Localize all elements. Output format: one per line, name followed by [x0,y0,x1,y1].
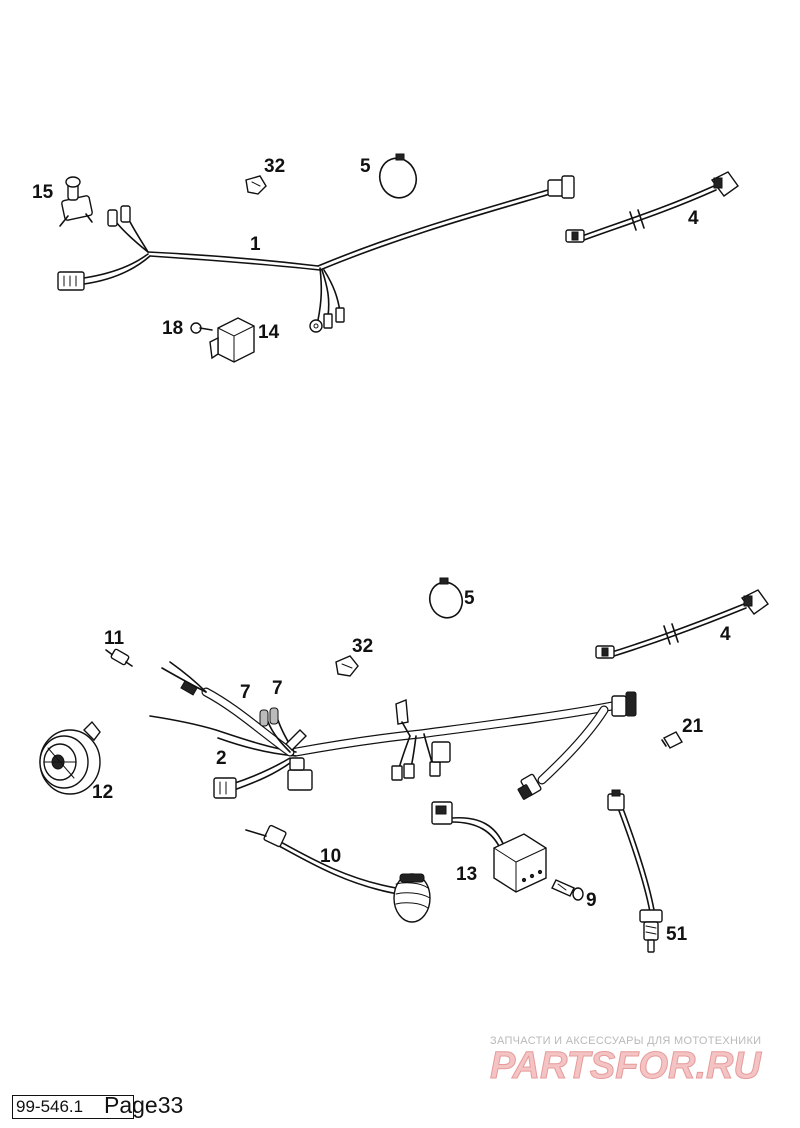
callout-14: 14 [258,322,280,343]
callout-15: 15 [32,182,54,203]
bottom-assembly: 5 4 11 32 7 7 21 2 12 10 13 9 51 [39,577,769,953]
part-15-switch [59,176,93,227]
callout-51: 51 [666,924,688,945]
callout-7-a: 7 [240,682,251,703]
part-32-grommet [245,175,267,195]
watermark: ЗАПЧАСТИ И АКСЕССУАРЫ ДЛЯ МОТОТЕХНИКИ PA… [490,1035,763,1088]
part-11-sensor [105,648,133,667]
callout-32-bottom: 32 [352,636,373,657]
callout-11: 11 [104,628,125,649]
callout-21: 21 [682,716,704,737]
part-14-relay [209,317,255,363]
callout-9: 9 [586,890,597,911]
part-5-cable-tie [378,153,418,199]
callout-2: 2 [216,748,227,769]
part-21-clip [661,731,683,749]
part-51-sender [607,789,663,953]
callout-12: 12 [92,782,113,803]
callout-18: 18 [162,318,183,339]
part-5-cable-tie-bottom [428,577,464,619]
callout-1: 1 [250,234,261,255]
part-2-wiring-harness [149,661,637,800]
callout-32-top: 32 [264,156,285,177]
callout-5-top: 5 [360,156,371,177]
callout-4-bottom: 4 [720,624,731,645]
callout-5-bottom: 5 [464,588,475,609]
part-12-horn [39,720,101,795]
part-13-regulator [431,801,547,893]
callout-10: 10 [320,846,341,867]
part-4-cable [565,171,739,243]
watermark-tagline: ЗАПЧАСТИ И АКСЕССУАРЫ ДЛЯ МОТОТЕХНИКИ [490,1035,761,1047]
callout-4-top: 4 [688,208,699,229]
watermark-logo: PARTSFOR.RU [490,1045,762,1087]
footer-box [12,1095,134,1119]
footer-code: 99-546.1 [16,1097,84,1116]
part-1-wiring-harness [57,175,575,333]
part-32-grommet-bottom [335,655,359,677]
part-10-coil [245,824,431,923]
footer-page-label: Page33 [104,1092,184,1118]
callout-13: 13 [456,864,477,885]
part-9-bolt [551,879,584,901]
part-18-screw [190,322,213,334]
top-assembly: 1 32 5 15 4 18 14 [32,153,739,363]
part-4-cable-bottom [595,589,769,659]
callout-7-b: 7 [272,678,283,699]
